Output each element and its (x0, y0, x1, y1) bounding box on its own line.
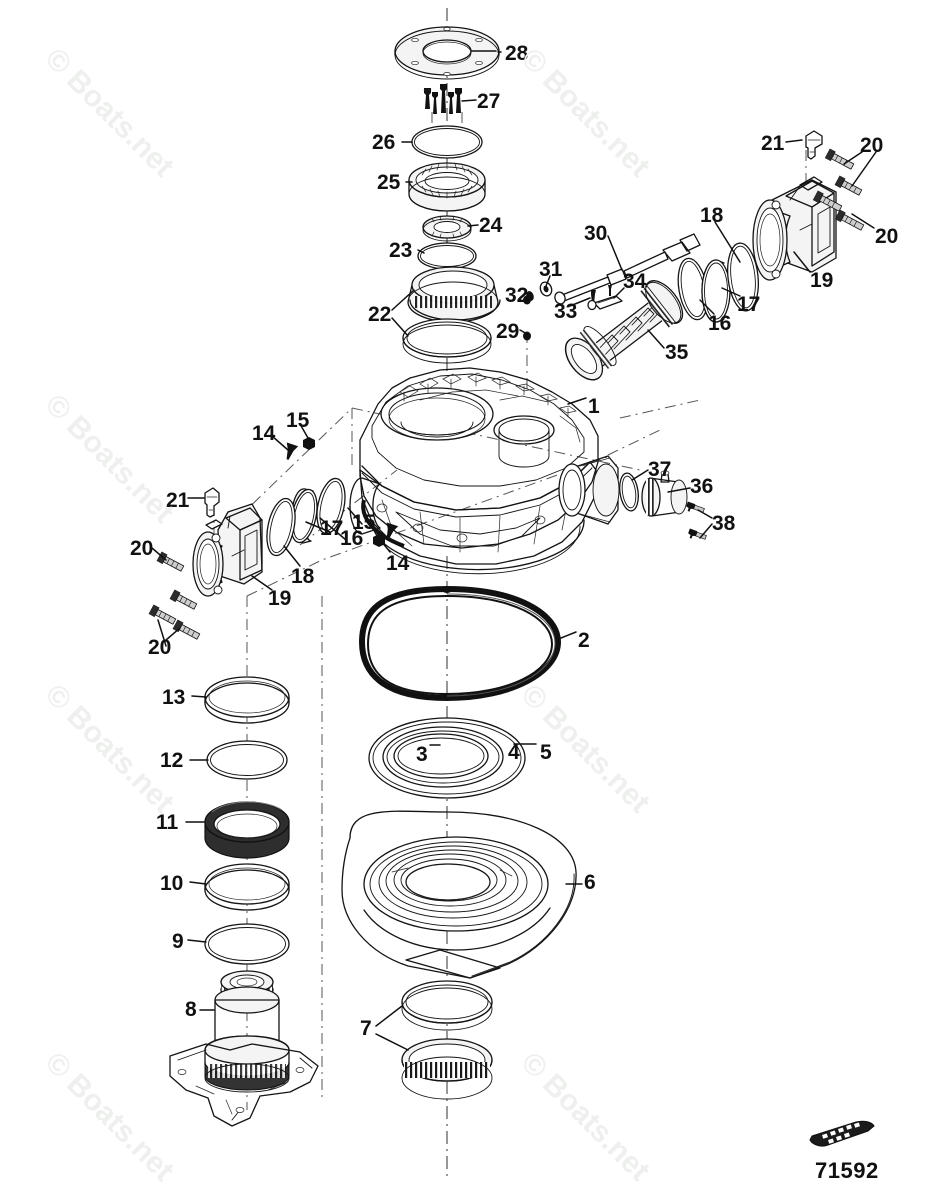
callout-33: 33 (554, 300, 578, 323)
center-axis-lines (213, 8, 807, 1180)
callout-19a: 19 (268, 587, 292, 610)
callout-21b: 21 (761, 132, 785, 155)
callout-9: 9 (172, 930, 184, 953)
part-20a-bolts (148, 551, 201, 640)
part-8-drive-shaft-hub-mount (169, 970, 319, 1127)
part-24-thrust-washer (422, 215, 472, 242)
callout-38: 38 (712, 512, 736, 535)
callout-18b: 18 (700, 204, 724, 227)
callout-22: 22 (368, 303, 392, 326)
figure-number: 71592 (815, 1158, 879, 1183)
callout-20b: 20 (148, 636, 172, 659)
part-19a-end-cap-housing (192, 503, 263, 597)
callout-23: 23 (389, 239, 413, 262)
callout-5: 5 (540, 741, 552, 764)
part-28-mounting-flange-plate (394, 26, 500, 80)
callout-27: 27 (477, 90, 501, 113)
part-3-inner-gasket-ring (393, 733, 489, 779)
part-30-sensor-cable (554, 233, 701, 305)
boat-icon (809, 1120, 875, 1147)
part-35-bellows-boot (564, 280, 684, 381)
callout-20c: 20 (860, 134, 884, 157)
part-10-o-ring (204, 863, 290, 911)
callout-15a: 15 (286, 409, 310, 432)
callout-24: 24 (479, 214, 503, 237)
callout-32: 32 (505, 284, 529, 307)
callout-31: 31 (539, 258, 563, 281)
callout-30: 30 (584, 222, 608, 245)
callout-10: 10 (160, 872, 184, 895)
part-31-washer (539, 281, 553, 297)
callout-26: 26 (372, 131, 396, 154)
callout-4: 4 (508, 741, 520, 764)
part-38-screws (686, 501, 707, 540)
part-37-o-ring (619, 472, 639, 512)
callout-36: 36 (690, 475, 714, 498)
callout-6: 6 (584, 871, 596, 894)
callout-7: 7 (360, 1017, 372, 1040)
callout-14a: 14 (252, 422, 276, 445)
part-21a-grease-fitting (204, 487, 220, 518)
part-18a-o-ring (266, 497, 296, 557)
callout-17a: 17 (320, 517, 344, 540)
callout-2: 2 (578, 629, 590, 652)
part-21b-grease-fitting (805, 130, 823, 160)
callout-12: 12 (160, 749, 184, 772)
part-2-large-o-ring-seal (358, 585, 562, 702)
part-6-bearing-carrier-flange (341, 810, 577, 979)
part-13-o-ring (204, 676, 290, 724)
callout-34: 34 (623, 270, 647, 293)
part-36-nipple-fitting (641, 470, 688, 517)
callout-20a: 20 (130, 537, 154, 560)
part-14a-screw (286, 442, 299, 460)
part-12-o-ring (206, 740, 288, 780)
part-25-upper-bearing (408, 162, 486, 212)
part-15b-nut (373, 534, 385, 547)
callout-11: 11 (156, 811, 179, 834)
callout-29: 29 (496, 320, 520, 343)
part-22-bearing-assembly (402, 266, 501, 364)
callout-8: 8 (185, 998, 197, 1021)
callout-1: 1 (588, 395, 600, 418)
part-1-main-housing (349, 367, 620, 575)
part-34-clamp-bracket (587, 285, 623, 311)
callout-19b: 19 (810, 269, 834, 292)
part-19b-end-cap-housing (752, 176, 837, 281)
callout-37: 37 (648, 458, 672, 481)
callout-35: 35 (665, 341, 689, 364)
callout-21a: 21 (166, 489, 190, 512)
callout-28: 28 (505, 42, 529, 65)
part-15a-nut (303, 437, 315, 450)
part-7-bearing-race-pair (401, 980, 493, 1100)
part-9-o-ring (204, 923, 290, 965)
callout-16a: 16 (340, 527, 364, 550)
part-27-stud-bolts (423, 84, 463, 150)
callout-17b: 17 (737, 293, 761, 316)
callout-16b: 16 (708, 312, 732, 335)
part-14b-screw (386, 522, 399, 540)
leader-lines (151, 50, 877, 1051)
part-20c-bolts (812, 148, 865, 231)
callout-18a: 18 (291, 565, 315, 588)
part-26-o-ring (411, 125, 483, 159)
part-23-o-ring (417, 242, 477, 270)
callout-20d: 20 (875, 225, 899, 248)
callout-13: 13 (162, 686, 186, 709)
callout-25: 25 (377, 171, 401, 194)
part-16a-o-ring (316, 477, 346, 535)
callout-14b: 14 (386, 552, 410, 575)
callout-15b: 15 (352, 511, 376, 534)
part-11-seal-sleeve (204, 801, 290, 859)
callout-3: 3 (416, 743, 428, 766)
